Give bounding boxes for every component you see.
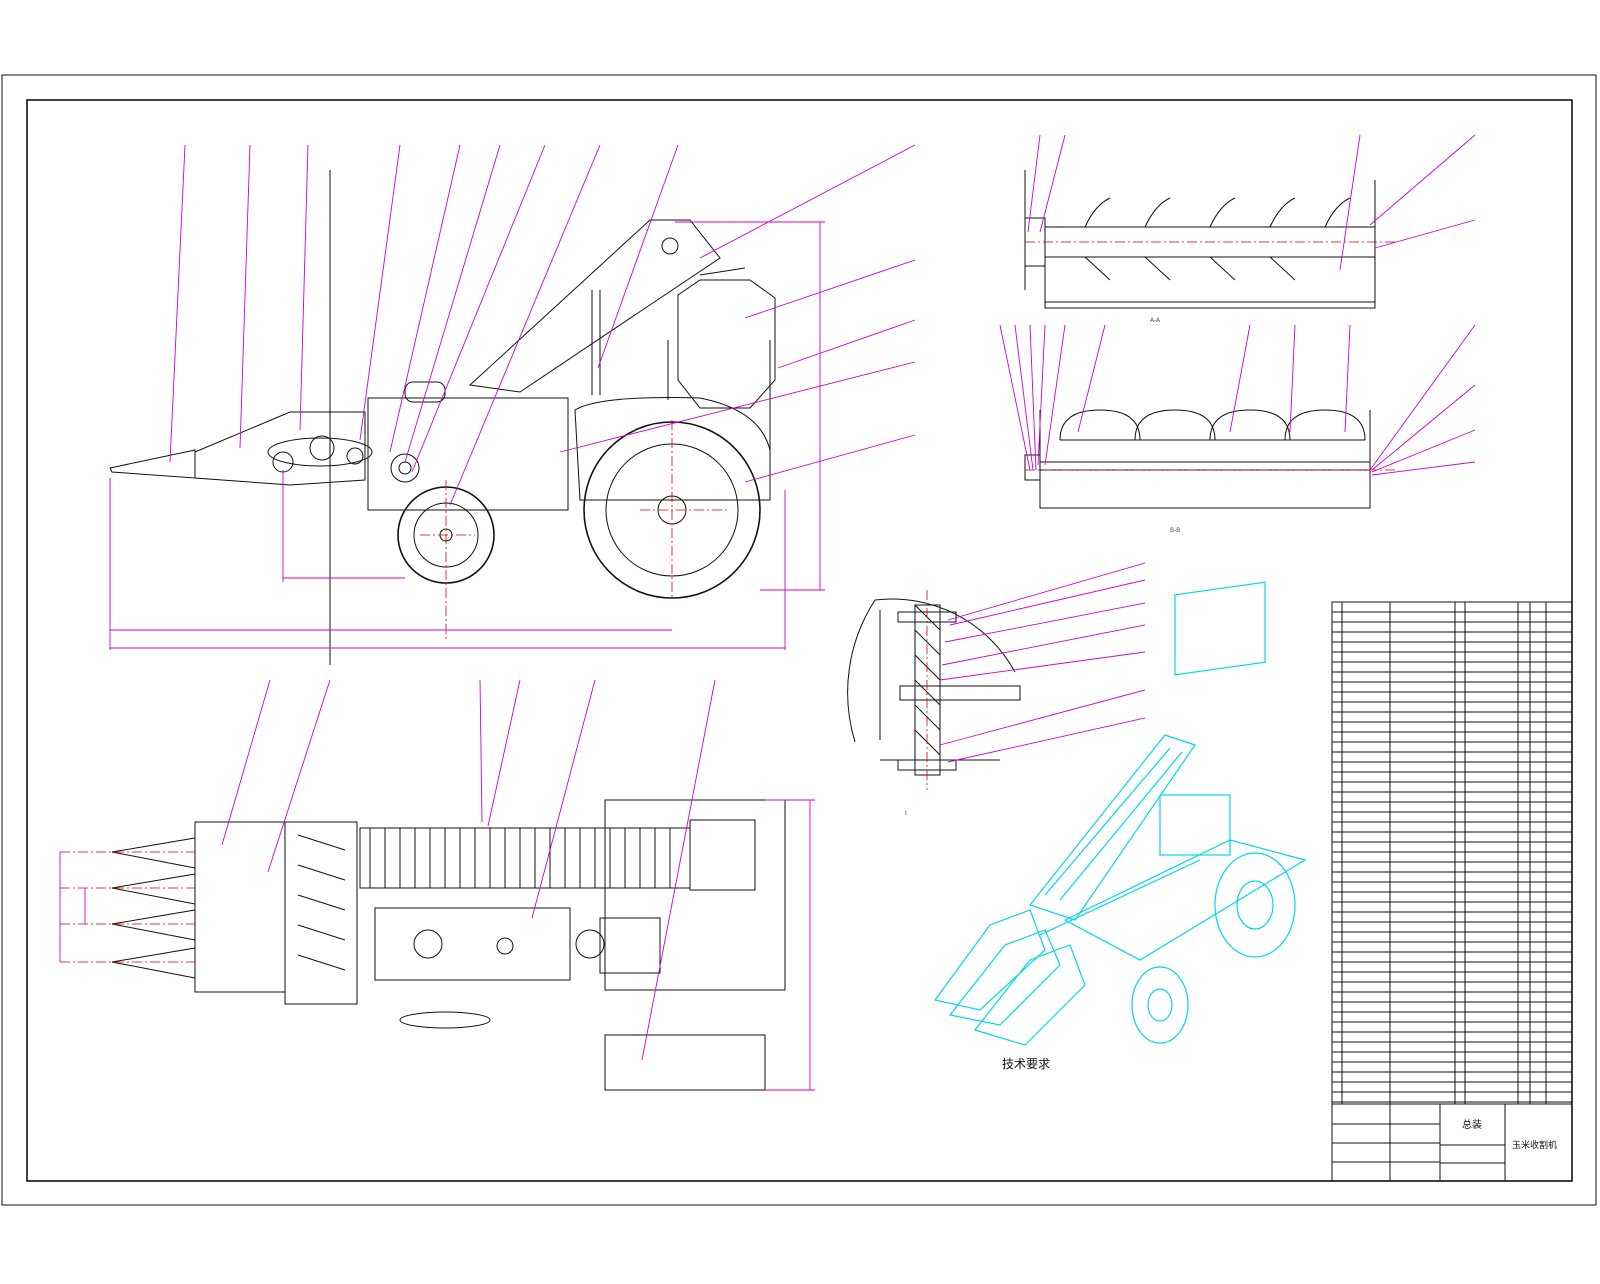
auger-section-lower: B-B [999, 324, 1476, 534]
tech-req-title: 技术要求 [1002, 1057, 1050, 1071]
technical-requirements: 技术要求 [1002, 1057, 1050, 1071]
sheet-border [1, 74, 1597, 1206]
svg-text:I: I [905, 810, 907, 817]
parts-list-table [1331, 601, 1573, 1105]
assembly-label: 总装 [1462, 1118, 1482, 1131]
drawing-title: 玉米收割机 [1512, 1139, 1557, 1151]
detail-view: I [847, 562, 1146, 817]
side-elevation-view [109, 144, 916, 665]
title-block: 总装 玉米收割机 [1331, 1103, 1573, 1182]
auger-section-upper: A-A [1024, 134, 1476, 324]
isometric-view [933, 581, 1307, 1046]
plan-view [59, 679, 815, 1091]
svg-text:A-A: A-A [1150, 317, 1161, 324]
svg-text:B-B: B-B [1170, 527, 1180, 534]
